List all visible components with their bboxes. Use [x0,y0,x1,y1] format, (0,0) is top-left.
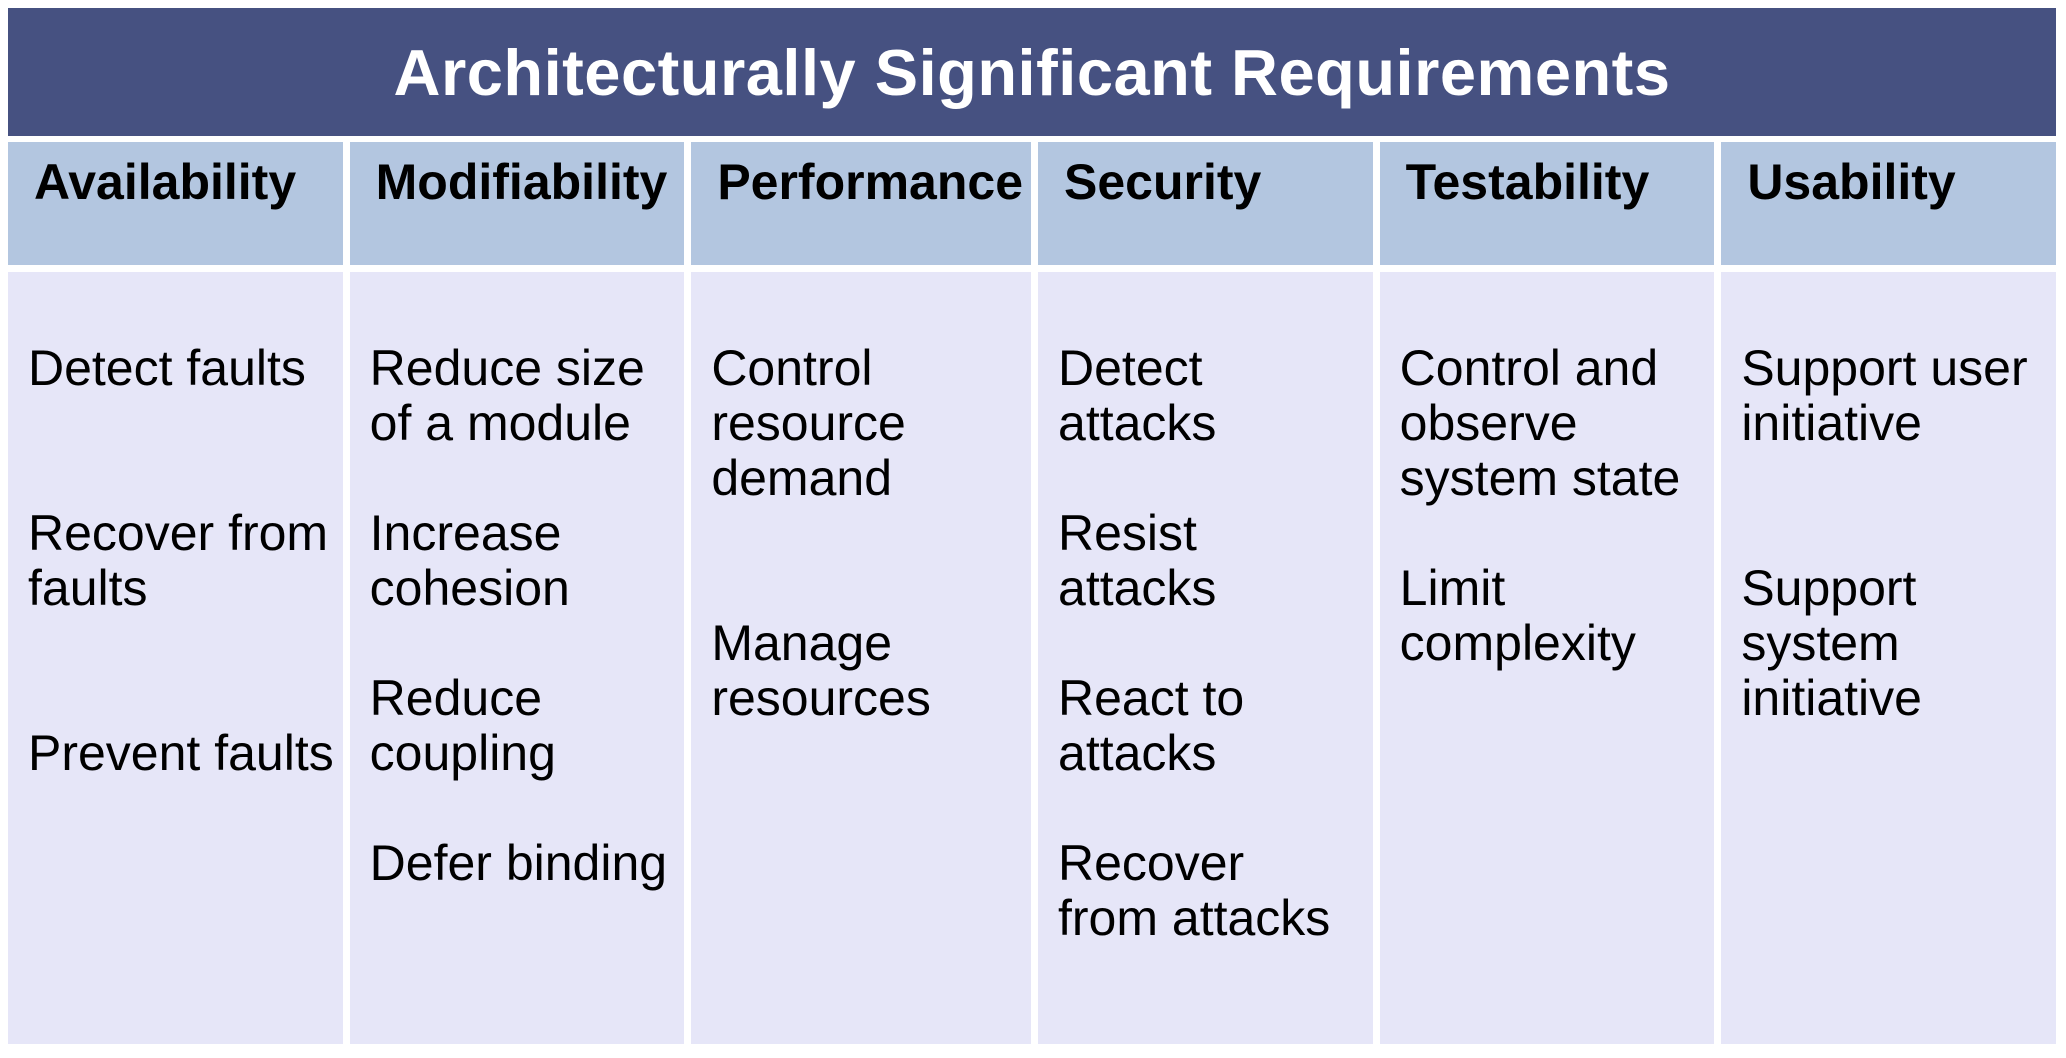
page-title: Architecturally Significant Requirements [8,8,2056,136]
column-header: Security [1038,142,1373,265]
requirement-item: Detect faults [28,340,306,396]
requirement-item: Control and observe system state [1399,340,1681,506]
requirement-item: Detect attacks [1058,340,1217,451]
requirement-item: Support user initiative [1741,340,2028,451]
requirement-item: Manage resources [711,615,931,726]
requirement-item: Resist attacks [1058,505,1217,616]
requirement-item: Recover from attacks [1058,835,1331,946]
requirement-item: Reduce coupling [369,670,556,781]
column-header: Performance [691,142,1032,265]
requirement-item: Recover from faults [28,505,329,616]
requirement-item: Reduce size of a module [369,340,645,451]
requirement-item: React to attacks [1058,670,1245,781]
requirement-item: Increase cohesion [369,505,570,616]
column-header: Testability [1379,142,1715,265]
requirement-item: Control resource demand [711,340,906,506]
column-header: Modifiability [349,142,685,265]
column-header: Usability [1721,142,2056,265]
column-header: Availability [8,142,343,265]
requirement-item: Defer binding [369,835,668,891]
requirement-item: Prevent faults [28,725,334,781]
requirement-item: Support system initiative [1741,560,1922,726]
requirement-item: Limit complexity [1399,560,1636,671]
